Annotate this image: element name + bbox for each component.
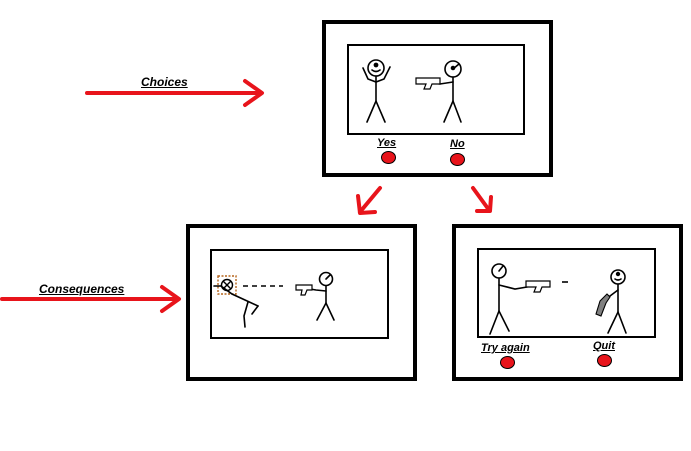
consequence-screen — [210, 249, 389, 339]
arrow-to-consequence — [356, 186, 382, 215]
gunman-stick-figure — [431, 60, 462, 123]
consequences-arrow — [0, 285, 181, 313]
gun-icon — [295, 284, 313, 296]
gun-icon — [525, 280, 551, 293]
no-button[interactable] — [450, 153, 465, 166]
choices-arrow — [85, 79, 264, 107]
try-again-label: Try again — [481, 342, 530, 354]
shooter-stick-figure — [309, 271, 335, 321]
gun-icon — [415, 77, 441, 90]
arrow-to-retry — [471, 186, 493, 213]
gun-icon — [595, 293, 611, 317]
quit-label: Quit — [593, 340, 615, 352]
retry-screen — [477, 248, 656, 338]
yes-button[interactable] — [381, 151, 396, 164]
aiming-stick-figure — [489, 263, 528, 335]
armed-stick-figure — [604, 269, 627, 334]
no-label: No — [450, 138, 465, 150]
consequences-label: Consequences — [39, 282, 125, 296]
yes-label: Yes — [377, 137, 397, 149]
quit-button[interactable] — [597, 354, 612, 367]
try-again-button[interactable] — [500, 356, 515, 369]
fallen-stick-figure — [213, 285, 259, 328]
surrendering-stick-figure — [362, 59, 391, 123]
choice-screen — [347, 44, 525, 135]
choices-label: Choices — [141, 75, 188, 89]
